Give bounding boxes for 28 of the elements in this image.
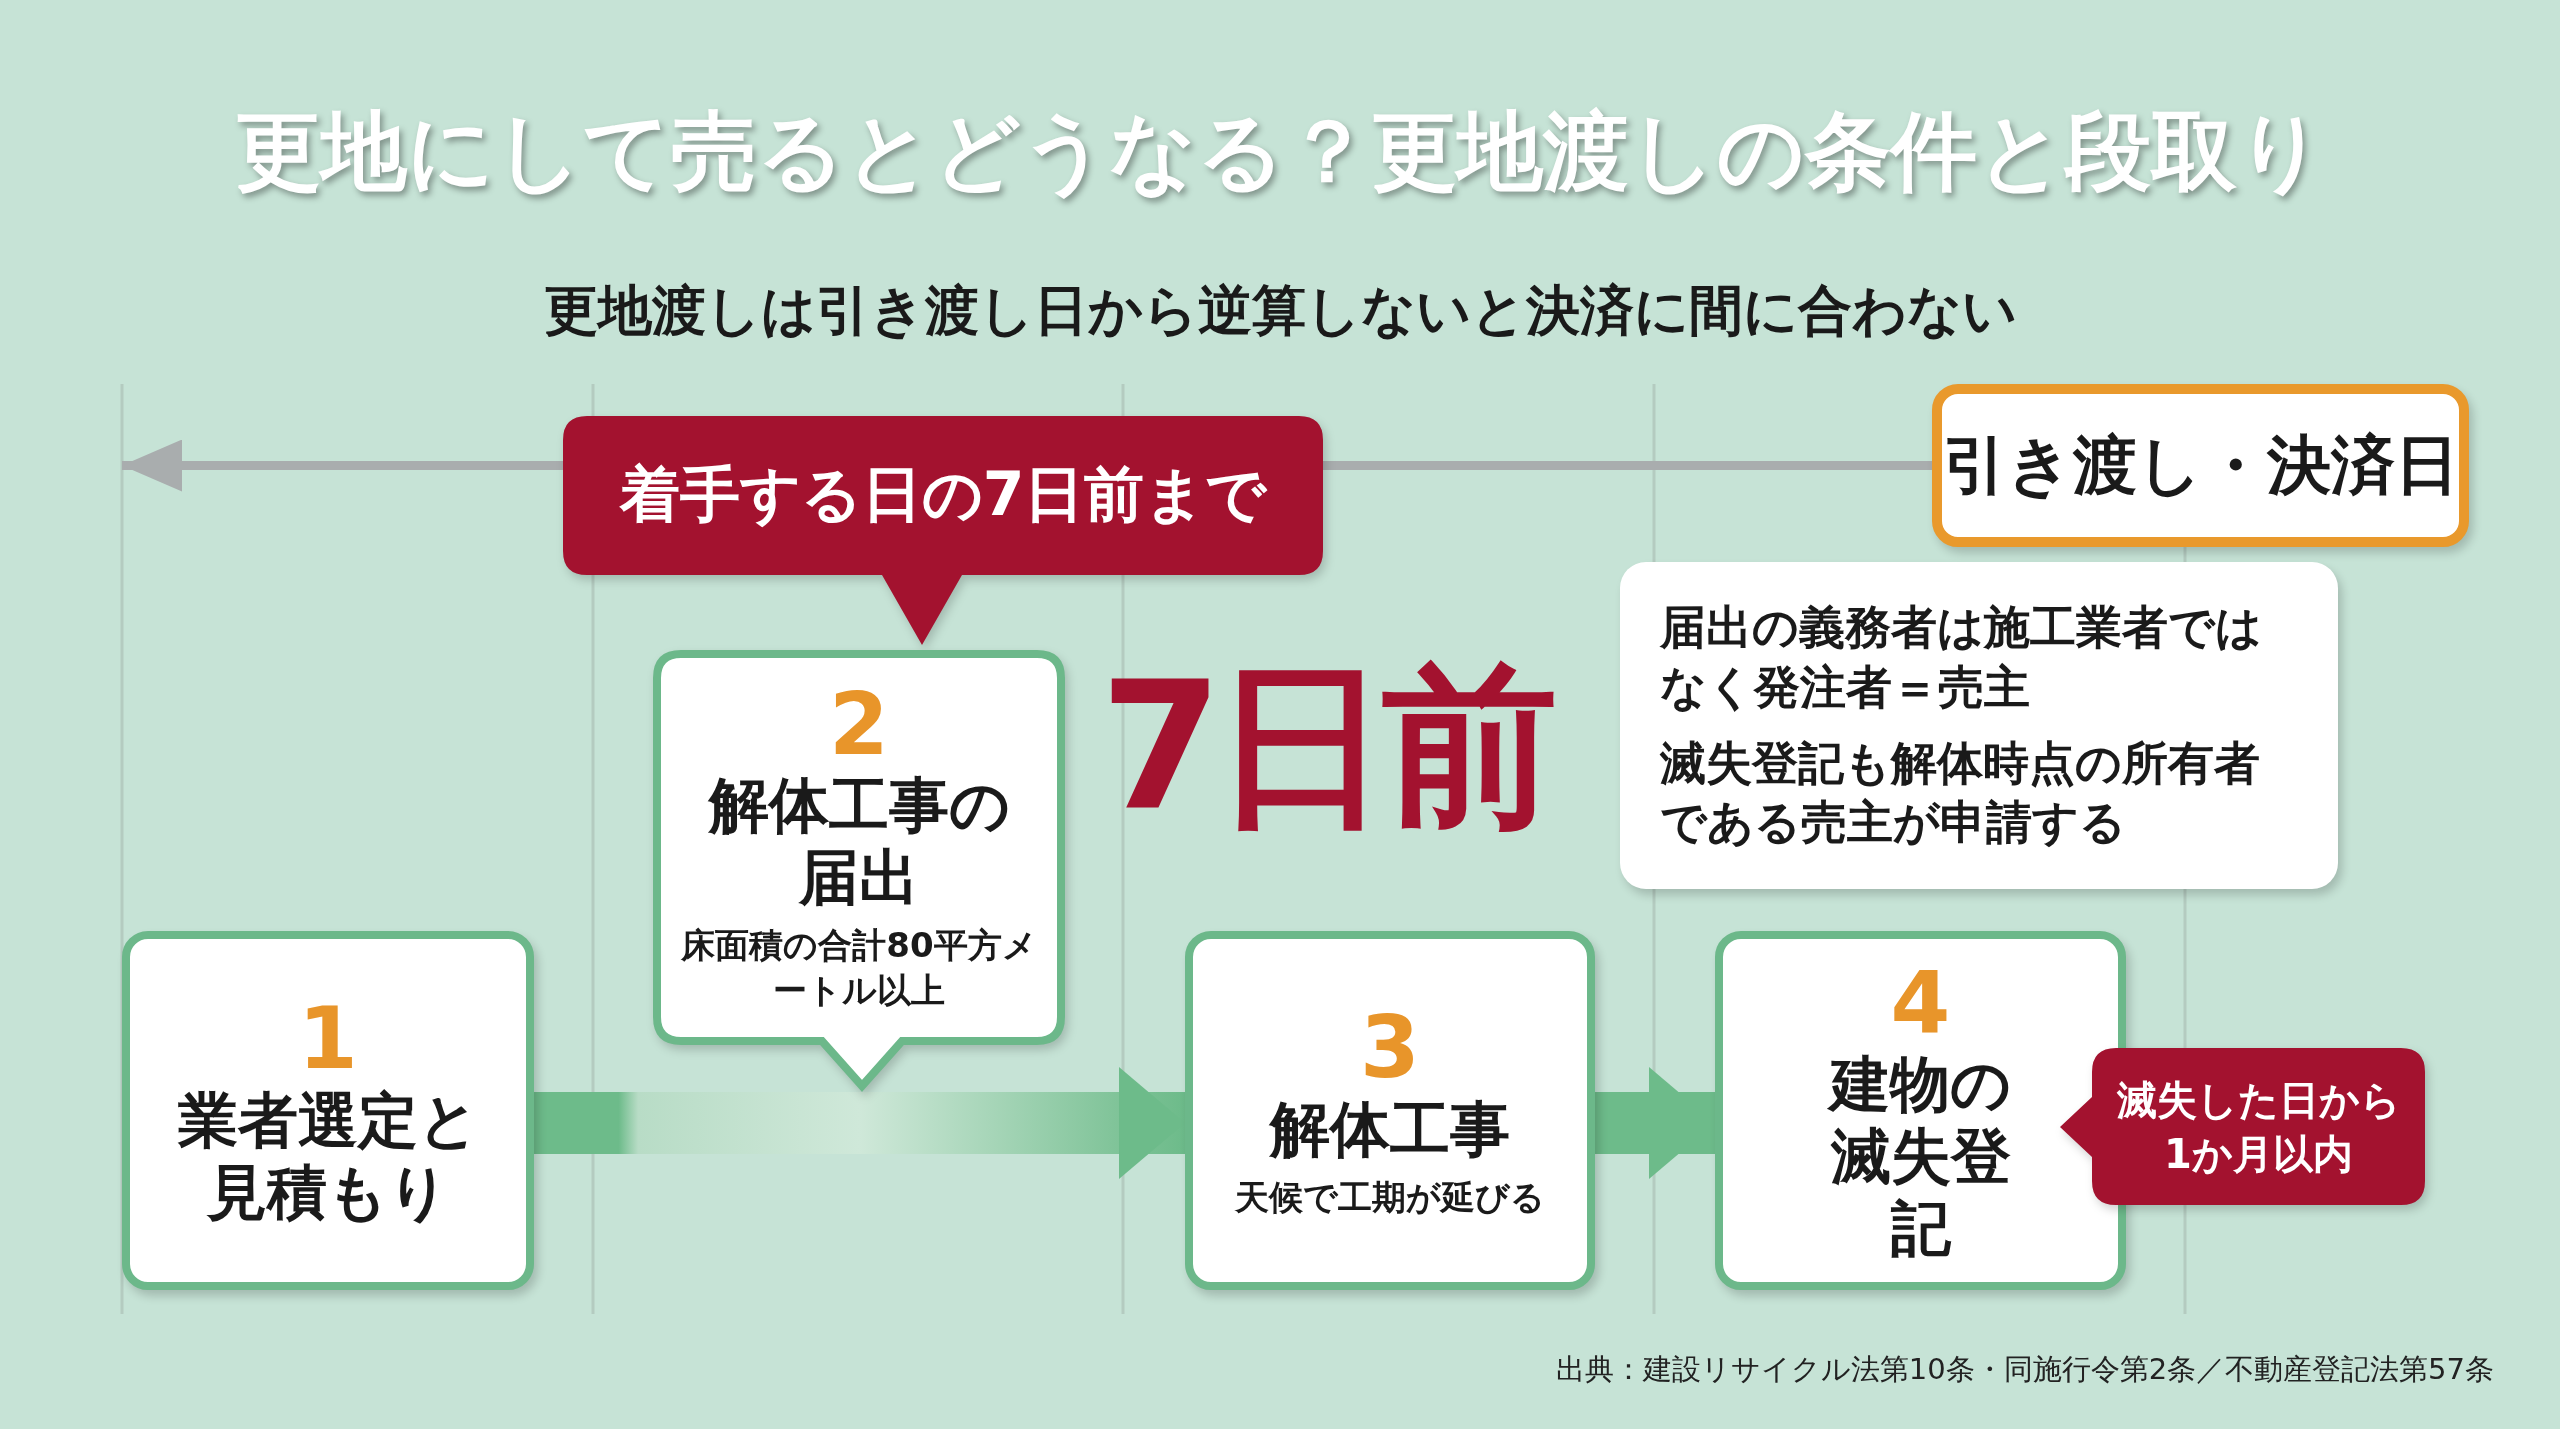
deadline-text: 滅失した日から1か月以内	[2115, 1075, 2402, 1179]
step-box	[1185, 931, 1595, 1290]
step-title: 建物の滅失登記	[1723, 1047, 2118, 1264]
step-box	[122, 931, 534, 1290]
step-note: 天候で工期が延びる	[1234, 1175, 1546, 1219]
step-title: 解体工事の届出	[707, 769, 1011, 914]
big-number-text: 7日前	[1100, 650, 1551, 844]
date-label: 引き渡し・決済日	[1942, 427, 2459, 504]
step-note: 床面積の合計80平方メートル以上	[680, 924, 1038, 1012]
step-number: 1	[298, 993, 358, 1084]
step-number: 4	[1890, 957, 1951, 1048]
title-text: 更地にして売るとどうなる？更地渡しの条件と段取り	[234, 100, 2326, 203]
flow-arrow	[1595, 1067, 1715, 1179]
tag	[2060, 1048, 2425, 1205]
step-title: 業者選定と見積もり	[176, 1083, 480, 1228]
step-title: 解体工事	[1268, 1092, 1511, 1165]
callout-text: 着手する日の7日前まで	[619, 458, 1267, 531]
step-number: 2	[829, 679, 889, 770]
note-box	[1620, 562, 2338, 889]
callout-box	[653, 650, 1065, 1090]
flow-arrow	[534, 1067, 1185, 1179]
callout-box	[563, 416, 1323, 645]
note-text: 届出の義務者は施工業者ではなく発注者＝売主	[1660, 598, 2263, 716]
subtitle-text: 更地渡しは引き渡し日から逆算しないと決済に間に合わない	[542, 278, 2018, 344]
note-text: 滅失登記も解体時点の所有者である売主が申請する	[1660, 734, 2261, 852]
date-box	[1932, 384, 2469, 547]
source-note: 出典：建設リサイクル法第10条・同施行令第2条／不動産登記法第57条	[1555, 1351, 2494, 1388]
step-number: 3	[1360, 1002, 1420, 1093]
